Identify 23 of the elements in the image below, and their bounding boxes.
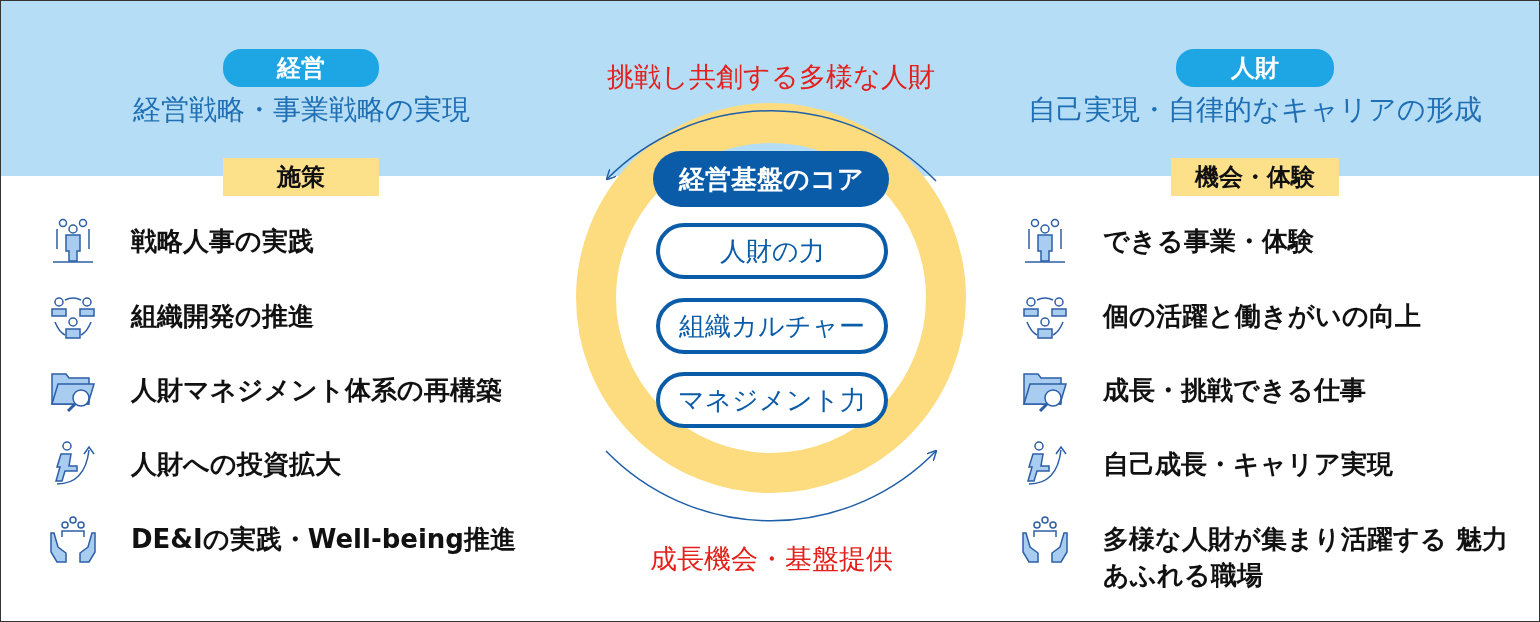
list-item-text: 人財マネジメント体系の再構築 (131, 374, 502, 407)
list-item-text: 個の活躍と働きがいの向上 (1103, 300, 1421, 333)
element-pill: 組織カルチャー (656, 298, 888, 354)
core-pill: 経営基盤のコア (653, 151, 889, 207)
list-item-text: 多様な人財が集まり活躍する 魅力あふれる職場 (1103, 523, 1510, 592)
subtitle-text: 自己実現・自律的なキャリアの形成 (1027, 92, 1483, 128)
list-item-text: できる事業・体験 (1103, 225, 1314, 258)
list-item-text: 戦略人事の実践 (131, 225, 314, 258)
list-item-text: 成長・挑戦できる仕事 (1103, 374, 1366, 407)
section-tag: 機会・体験 (1171, 158, 1339, 196)
category-pill: 経営 (223, 49, 379, 87)
arrow-label: 挑戦し共創する多様な人財 (606, 60, 936, 94)
category-pill: 人財 (1176, 49, 1334, 87)
section-tag: 施策 (223, 158, 379, 196)
arrow-label: 成長機会・基盤提供 (648, 542, 894, 576)
subtitle-text: 経営戦略・事業戦略の実現 (131, 92, 471, 128)
list-item-text: 組織開発の推進 (131, 300, 314, 333)
element-pill: 人財の力 (656, 223, 888, 279)
element-pill: マネジメント力 (656, 372, 888, 428)
list-item-text: 自己成長・キャリア実現 (1103, 448, 1393, 481)
ring (576, 103, 966, 493)
list-item-text: DE&Iの実践・Well-being推進 (131, 523, 516, 556)
list-item-text: 人財への投資拡大 (131, 448, 341, 481)
